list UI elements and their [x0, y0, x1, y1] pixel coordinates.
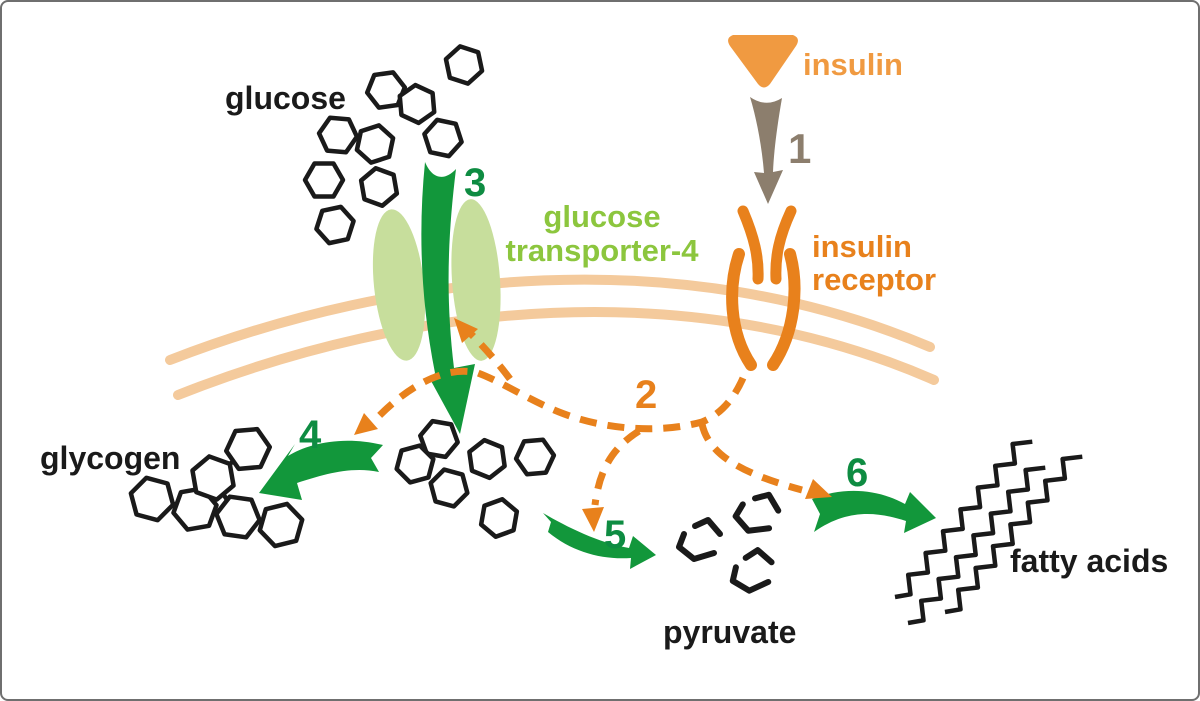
cell-membrane-icon [165, 274, 939, 400]
label-fatty-acids: fatty acids [1010, 543, 1168, 579]
reaction-arrow-5 [543, 513, 656, 569]
step-number-2: 2 [635, 373, 657, 417]
step-number-3: 3 [464, 161, 486, 205]
insulin-receptor-icon [726, 205, 801, 371]
label-insulin: insulin [803, 47, 903, 82]
label-glut4-line1: glucose [543, 199, 660, 234]
step-number-5: 5 [604, 513, 626, 557]
label-glut4-line2: transporter-4 [506, 233, 700, 268]
signal-arrowhead-to-glut4 [454, 318, 478, 343]
signal-arrow-1 [750, 97, 783, 204]
reaction-arrow-4 [259, 440, 383, 500]
signal-arrowhead-to-glycogen [354, 413, 378, 435]
label-insulin-receptor-line2: receptor [812, 262, 936, 297]
reaction-arrow-6 [812, 490, 936, 533]
intracellular-glucose-molecules [392, 419, 555, 540]
label-insulin-receptor-line1: insulin [812, 229, 912, 264]
label-pyruvate: pyruvate [663, 614, 796, 650]
signal-path-2 [354, 318, 832, 532]
fatty-acid-molecules [895, 442, 1082, 623]
signal-arrowhead-to-pyruvate [582, 507, 604, 532]
step-number-1: 1 [788, 125, 811, 172]
step-number-4: 4 [299, 413, 322, 457]
label-glucose: glucose [225, 80, 346, 116]
step-number-6: 6 [846, 451, 868, 495]
signal-arrowhead-to-fattyacids [805, 479, 832, 499]
glycogen-molecule [126, 428, 307, 549]
insulin-icon [728, 35, 798, 88]
glut4-channel-icon [372, 199, 501, 361]
pyruvate-molecules [679, 490, 781, 593]
label-glycogen: glycogen [40, 440, 180, 476]
glucose-transport-arrow [421, 162, 475, 434]
